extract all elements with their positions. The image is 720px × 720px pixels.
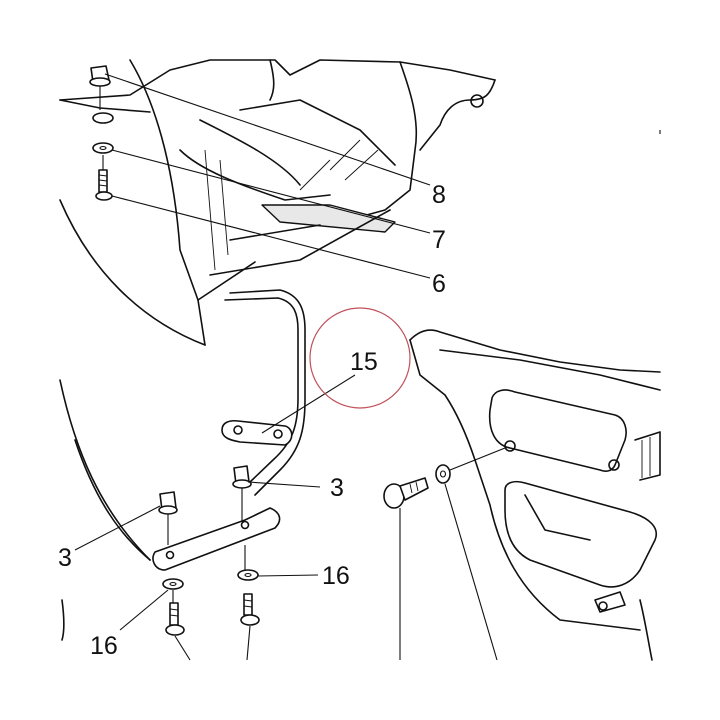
callout-16-left: 16 xyxy=(90,632,118,660)
nut-3-right xyxy=(232,465,252,522)
screw-6 xyxy=(95,155,113,201)
callout-8: 8 xyxy=(432,181,446,209)
leader-lines xyxy=(74,73,661,631)
right-bolt xyxy=(383,477,429,660)
nut-3-left xyxy=(158,491,178,545)
nut-8 xyxy=(89,65,114,124)
bracket-15 xyxy=(152,289,306,571)
washer-7 xyxy=(92,142,114,154)
callout-6: 6 xyxy=(432,270,446,298)
washer-16-right xyxy=(237,545,259,581)
callout-15: 15 xyxy=(350,348,378,376)
callout-16-right: 16 xyxy=(322,562,350,590)
left-fairing xyxy=(59,379,151,641)
screw-16-left xyxy=(165,602,191,661)
callout-7: 7 xyxy=(432,226,446,254)
highlight-circle xyxy=(309,307,411,409)
upper-housing-panel xyxy=(59,59,496,346)
right-washer xyxy=(435,447,506,661)
callout-3-right: 3 xyxy=(330,474,344,502)
washer-16-left xyxy=(162,578,184,603)
right-fairing xyxy=(409,329,661,661)
screw-16-right xyxy=(240,593,260,661)
callout-3-left: 3 xyxy=(58,544,72,572)
